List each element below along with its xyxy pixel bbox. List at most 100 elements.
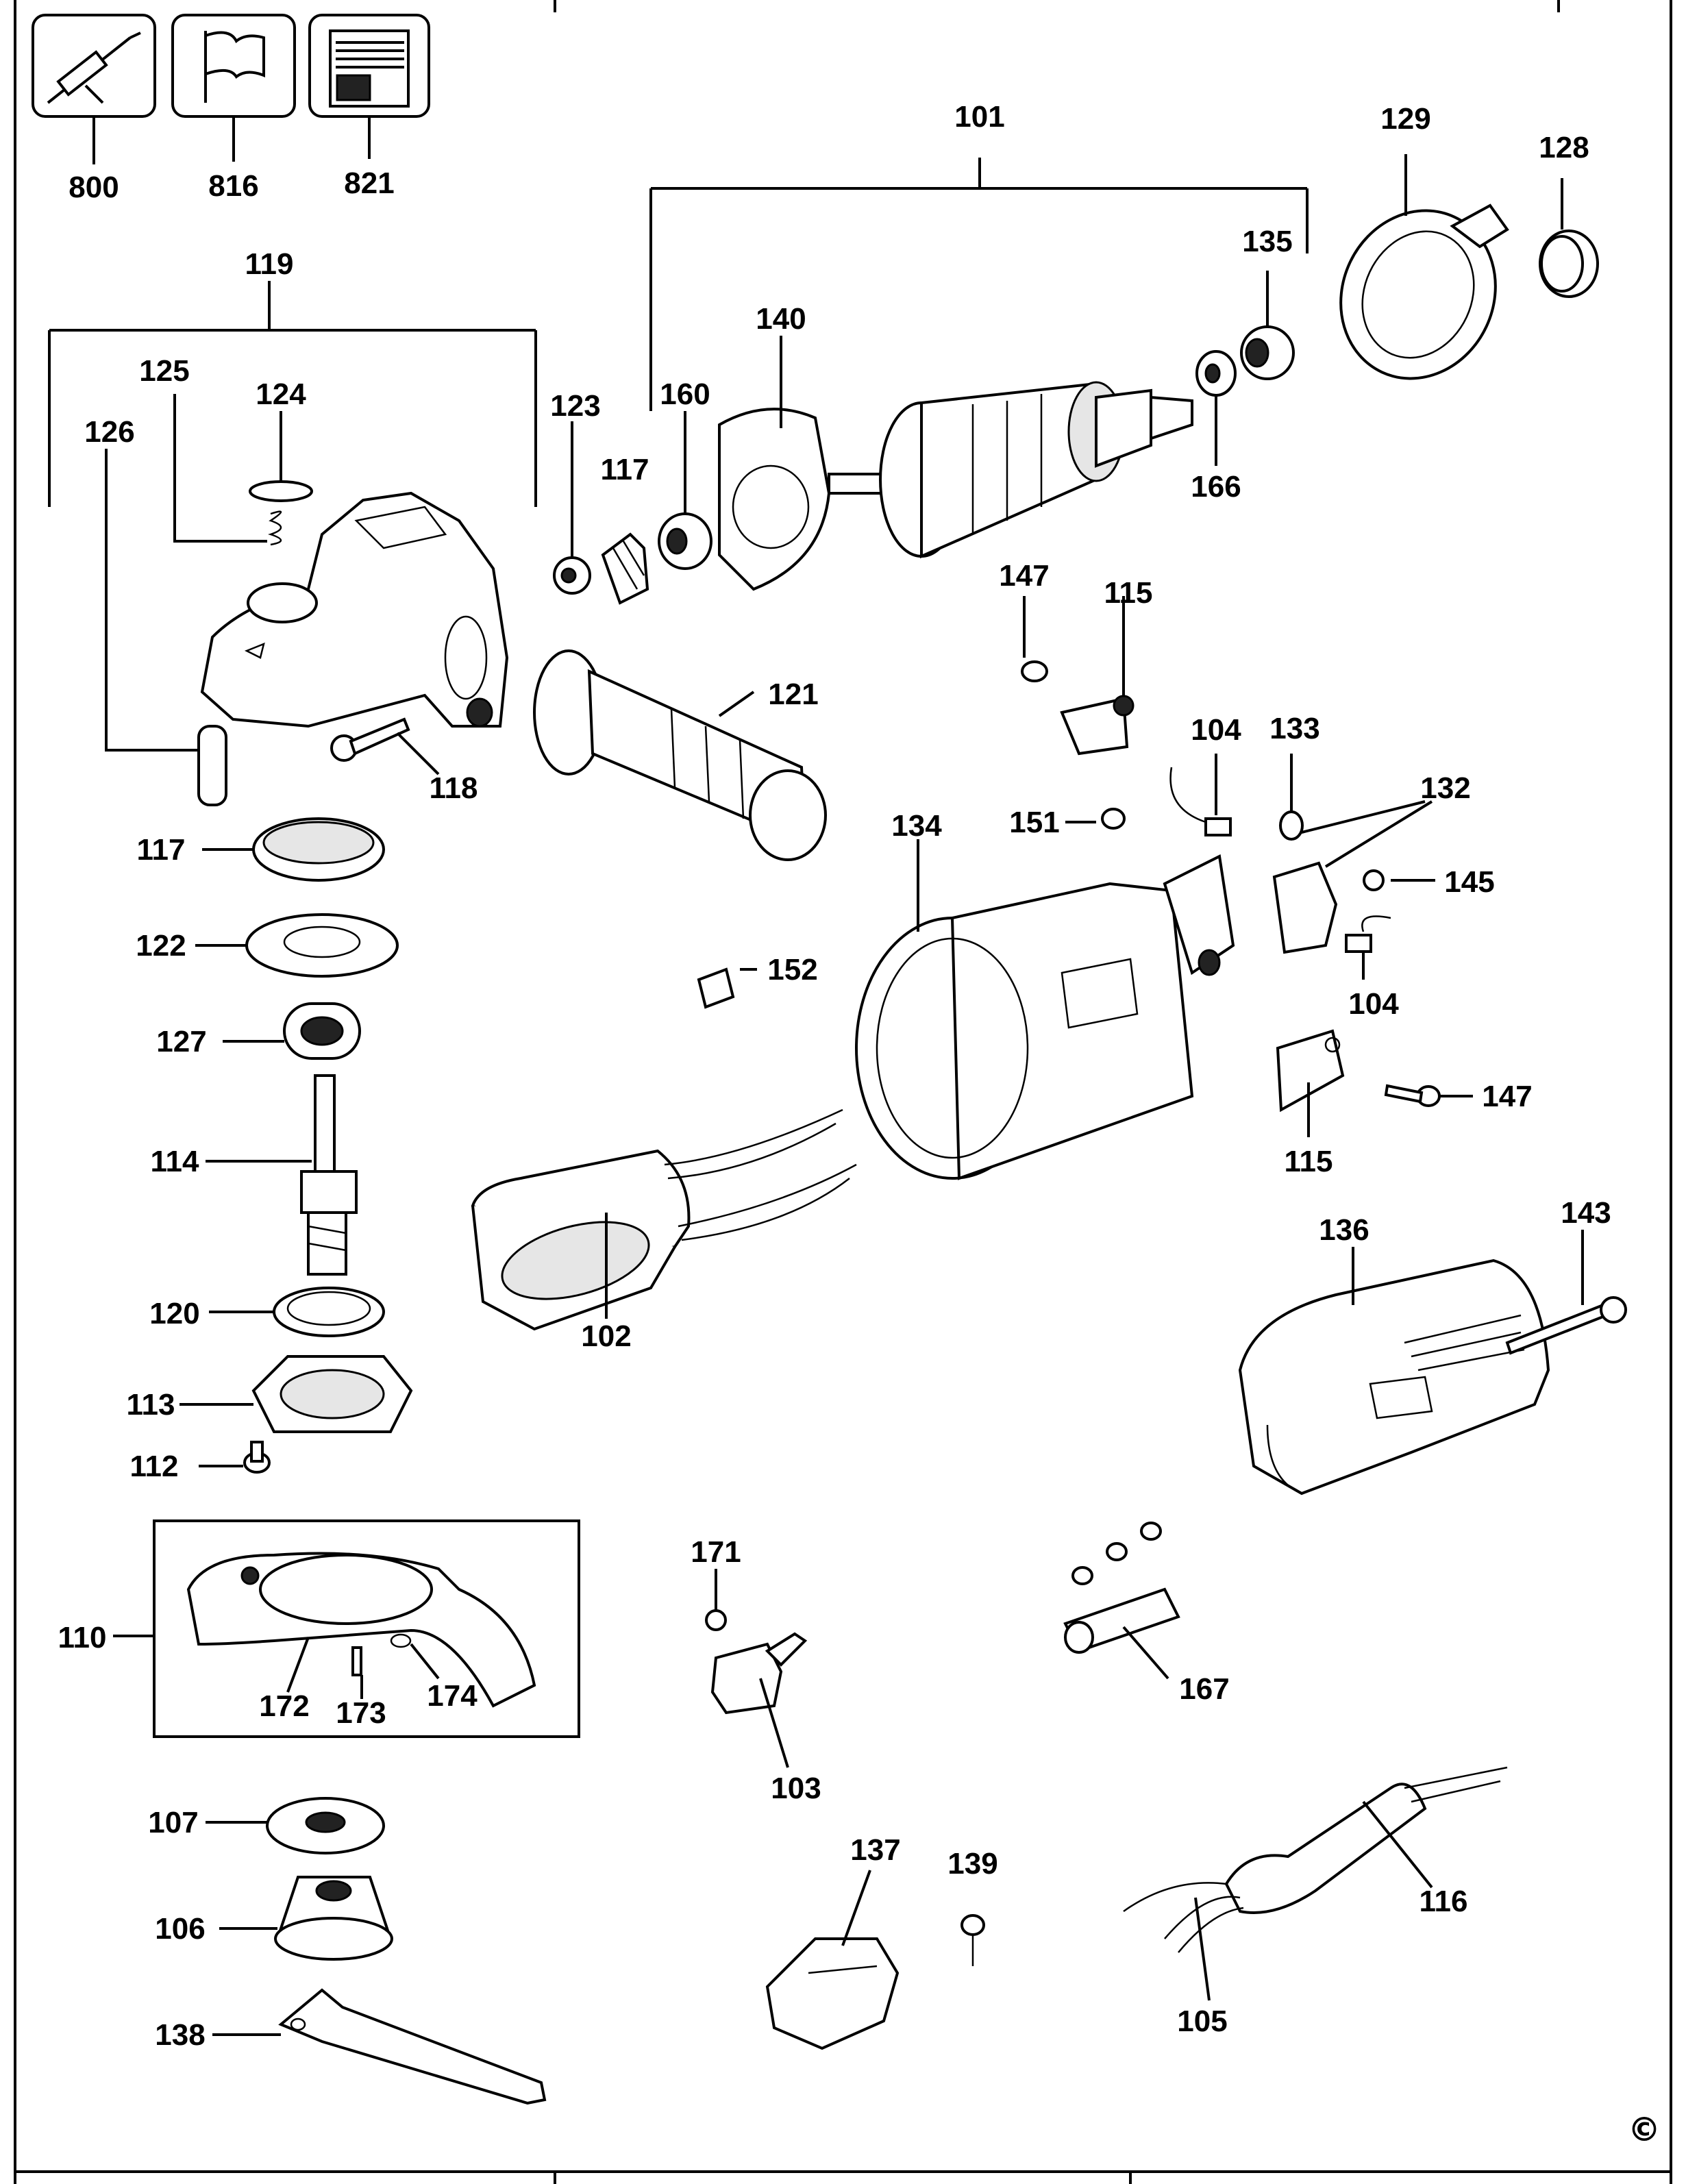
seal-120 [209, 1287, 385, 1337]
label: 166 [1191, 470, 1241, 504]
bracket-lines [48, 158, 1309, 507]
label: 104 [1191, 713, 1241, 747]
label: 147 [1482, 1080, 1532, 1113]
label: 821 [344, 166, 394, 200]
label: 134 [891, 809, 942, 843]
motor-housing-134 [855, 839, 1235, 1180]
label: 160 [660, 377, 710, 411]
brush-104-bottom [1345, 915, 1391, 980]
bearing-135 [1240, 271, 1295, 380]
label: 135 [1242, 225, 1292, 258]
screw-118 [330, 717, 440, 775]
rear-housing-136 [1238, 1247, 1550, 1496]
flange-107 [206, 1797, 385, 1854]
nut-123 [553, 421, 591, 595]
label: 138 [155, 2018, 205, 2052]
label: 171 [691, 1535, 741, 1569]
label: 167 [1179, 1672, 1229, 1706]
label: 102 [581, 1319, 631, 1353]
nut-106 [219, 1876, 393, 1961]
label: 114 [151, 1145, 200, 1178]
washer-166 [1195, 350, 1237, 466]
label: 106 [155, 1912, 205, 1946]
label: 125 [139, 354, 189, 388]
flag-icon [204, 31, 265, 103]
label: 121 [768, 678, 818, 711]
label: 119 [245, 247, 294, 281]
pin-126 [105, 449, 227, 806]
gear-housing-119 [200, 491, 509, 728]
label: 139 [947, 1847, 997, 1881]
flange-122 [195, 913, 399, 978]
label: 132 [1420, 771, 1470, 805]
plate-115-top [1060, 596, 1135, 756]
armature [828, 381, 1193, 559]
label: 145 [1444, 865, 1494, 899]
label: 101 [954, 100, 1004, 134]
label: 128 [1539, 131, 1589, 164]
bearing-160 [658, 411, 712, 570]
icon-boxes [32, 14, 430, 164]
label: 136 [1319, 1213, 1369, 1247]
spring-133 [1279, 754, 1304, 841]
label: 124 [256, 377, 306, 411]
label: 816 [208, 169, 258, 203]
stator-102 [471, 1108, 857, 1331]
switch-103 [710, 1632, 808, 1768]
power-tool-icon [47, 32, 141, 104]
label: 117 [601, 453, 649, 486]
label: 107 [148, 1806, 198, 1839]
o-ring-124 [249, 411, 313, 502]
screw-147-top [1021, 596, 1048, 682]
brush-104-top [1169, 754, 1232, 836]
clip-152 [697, 967, 757, 1009]
label: 110 [58, 1621, 107, 1654]
label: 127 [156, 1025, 206, 1058]
copyright-symbol: © [1628, 2111, 1661, 2149]
plate-115-bottom [1276, 1029, 1345, 1137]
label: 137 [850, 1833, 900, 1867]
label: 123 [550, 389, 600, 423]
label: 104 [1348, 987, 1399, 1021]
cable-clamp-137 [765, 1870, 900, 2050]
spanner-138 [212, 1988, 547, 2105]
label: 113 [127, 1388, 175, 1422]
label: 172 [259, 1689, 309, 1723]
guard-110 [113, 1519, 580, 1738]
terminal-block-167 [1063, 1522, 1180, 1680]
end-cap-129 [1339, 154, 1509, 380]
label: 151 [1009, 806, 1059, 839]
label: 112 [130, 1450, 179, 1483]
screw-143 [1505, 1230, 1627, 1355]
spindle-114 [206, 1074, 358, 1276]
label: 140 [756, 302, 806, 336]
bevel-gear-117 [202, 817, 385, 882]
label: 117 [137, 833, 186, 867]
label: 143 [1561, 1196, 1611, 1230]
bearing-127 [223, 1002, 361, 1060]
screw-145 [1363, 869, 1435, 891]
bearing-plate-113 [179, 1355, 413, 1433]
label: 118 [430, 771, 478, 805]
label: 105 [1177, 2005, 1227, 2038]
manual-icon [329, 29, 410, 108]
callout-labels: 800 816 821 101 129 128 135 119 140 125 … [58, 100, 1611, 2052]
label: 116 [1420, 1885, 1468, 1918]
baffle-140 [718, 336, 831, 591]
power-cord-116 [1123, 1766, 1508, 2001]
label: 122 [136, 929, 186, 963]
label: 115 [1285, 1145, 1333, 1178]
page-frame [14, 0, 1672, 2184]
screw-147-bottom [1384, 1084, 1473, 1107]
label: 115 [1104, 576, 1153, 610]
label: 120 [149, 1297, 199, 1330]
brush-holder-132 [1272, 800, 1433, 954]
screw-171 [705, 1569, 727, 1631]
screw-151 [1065, 808, 1126, 830]
label: 173 [336, 1696, 386, 1730]
label: 129 [1380, 102, 1430, 136]
label: 103 [771, 1772, 821, 1805]
spring-125 [173, 394, 282, 546]
label: 174 [427, 1679, 478, 1713]
